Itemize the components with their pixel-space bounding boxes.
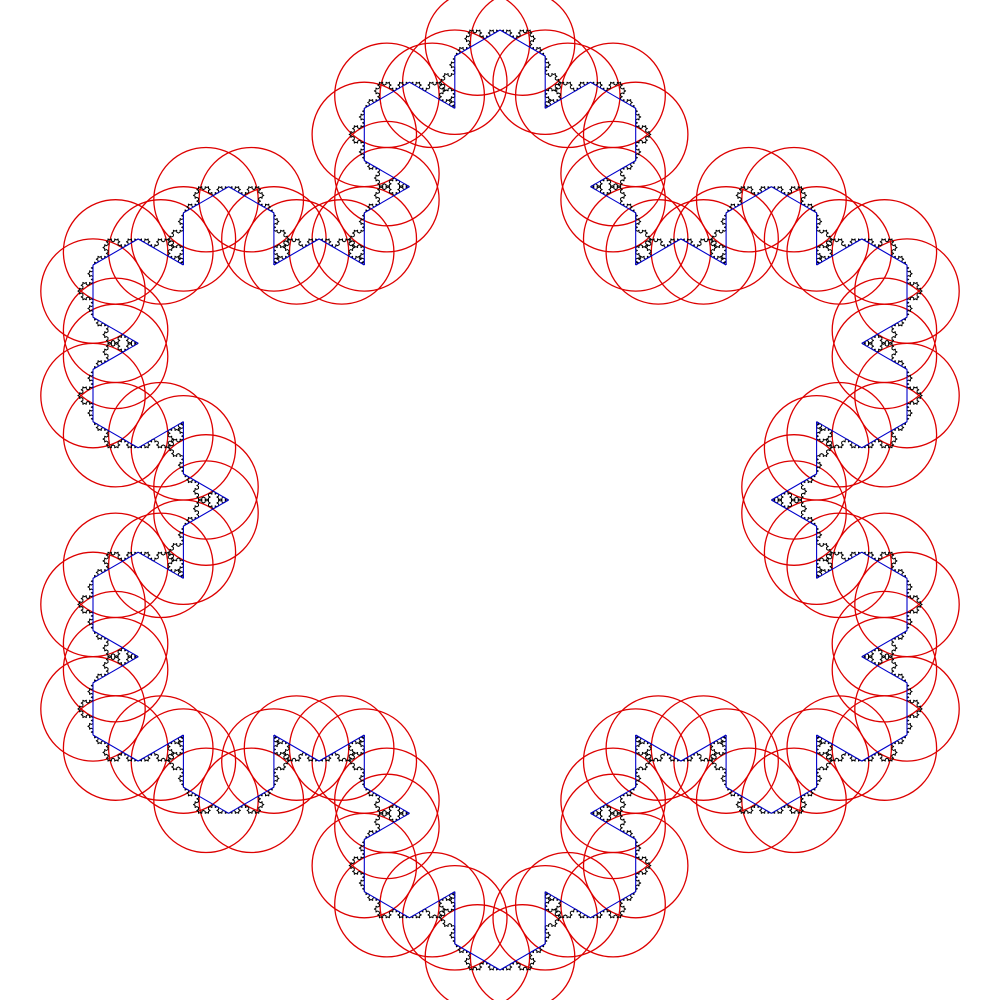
edge-chord: [183, 499, 229, 527]
edge-chord: [725, 186, 772, 214]
edge-circle: [741, 747, 847, 854]
edge-chord: [861, 316, 908, 344]
edge-chord: [861, 238, 908, 266]
edge-chord: [454, 943, 501, 971]
edge-chord: [364, 786, 410, 814]
koch-curve-layer: [77, 29, 923, 971]
edge-circle: [605, 199, 712, 305]
edge-chord: [590, 186, 636, 214]
edge-circle: [424, 0, 531, 96]
edge-chord: [590, 786, 636, 814]
edge-circle: [288, 695, 395, 801]
edge-chord: [680, 238, 727, 266]
edge-chord: [816, 734, 863, 762]
edge-chord: [635, 238, 682, 266]
edge-circle: [582, 812, 689, 919]
edge-chord: [816, 551, 863, 579]
edge-chord: [816, 238, 863, 266]
edge-chord: [137, 551, 184, 579]
edge-circle: [854, 656, 960, 762]
edge-chord: [861, 630, 908, 658]
edge-circle: [311, 81, 418, 188]
edge-circle: [469, 904, 576, 1000]
circles-layer: [40, 0, 960, 1000]
chords-layer: [92, 29, 908, 971]
edge-chord: [590, 891, 636, 919]
edge-chord: [544, 81, 591, 109]
koch-curve: [77, 29, 923, 971]
edge-chord: [454, 29, 501, 57]
edge-chord: [92, 630, 139, 658]
edge-chord: [92, 734, 139, 762]
edge-chord: [92, 238, 139, 266]
edge-chord: [861, 421, 908, 449]
edge-chord: [590, 81, 636, 109]
edge-circle: [40, 551, 146, 658]
edge-chord: [183, 186, 229, 214]
edge-chord: [635, 734, 682, 762]
edge-circle: [198, 747, 305, 854]
edge-circle: [334, 42, 440, 149]
edge-chord: [92, 342, 139, 370]
edge-chord: [364, 812, 410, 840]
edge-chord: [409, 81, 456, 109]
edge-chord: [771, 786, 817, 814]
edge-chord: [183, 786, 229, 814]
edge-chord: [590, 160, 636, 188]
edge-chord: [318, 238, 365, 266]
edge-chord: [409, 891, 456, 919]
edge-chord: [318, 734, 365, 762]
edge-chord: [183, 473, 229, 501]
edge-chord: [228, 786, 275, 814]
edge-chord: [364, 160, 410, 188]
edge-chord: [273, 734, 320, 762]
edge-chord: [228, 186, 275, 214]
edge-chord: [137, 734, 184, 762]
edge-chord: [273, 238, 320, 266]
edge-circle: [469, 0, 576, 96]
edge-chord: [771, 499, 817, 527]
edge-chord: [725, 786, 772, 814]
edge-chord: [861, 551, 908, 579]
edge-chord: [499, 29, 546, 57]
edge-chord: [92, 551, 139, 579]
edge-chord: [816, 421, 863, 449]
edge-circle: [854, 342, 960, 449]
edge-chord: [680, 734, 727, 762]
edge-chord: [861, 734, 908, 762]
edge-chord: [92, 316, 139, 344]
edge-chord: [590, 812, 636, 840]
edge-circle: [560, 851, 666, 958]
edge-chord: [137, 238, 184, 266]
edge-chord: [92, 421, 139, 449]
edge-circle: [153, 146, 259, 253]
edge-chord: [137, 421, 184, 449]
edge-circle: [695, 146, 802, 253]
edge-chord: [861, 342, 908, 370]
edge-circle: [424, 904, 531, 1000]
edge-chord: [771, 473, 817, 501]
edge-chord: [544, 891, 591, 919]
edge-chord: [92, 656, 139, 684]
edge-chord: [861, 656, 908, 684]
edge-chord: [364, 891, 410, 919]
edge-chord: [499, 943, 546, 971]
edge-chord: [364, 186, 410, 214]
edge-circle: [40, 238, 146, 344]
edge-chord: [364, 81, 410, 109]
edge-chord: [771, 186, 817, 214]
